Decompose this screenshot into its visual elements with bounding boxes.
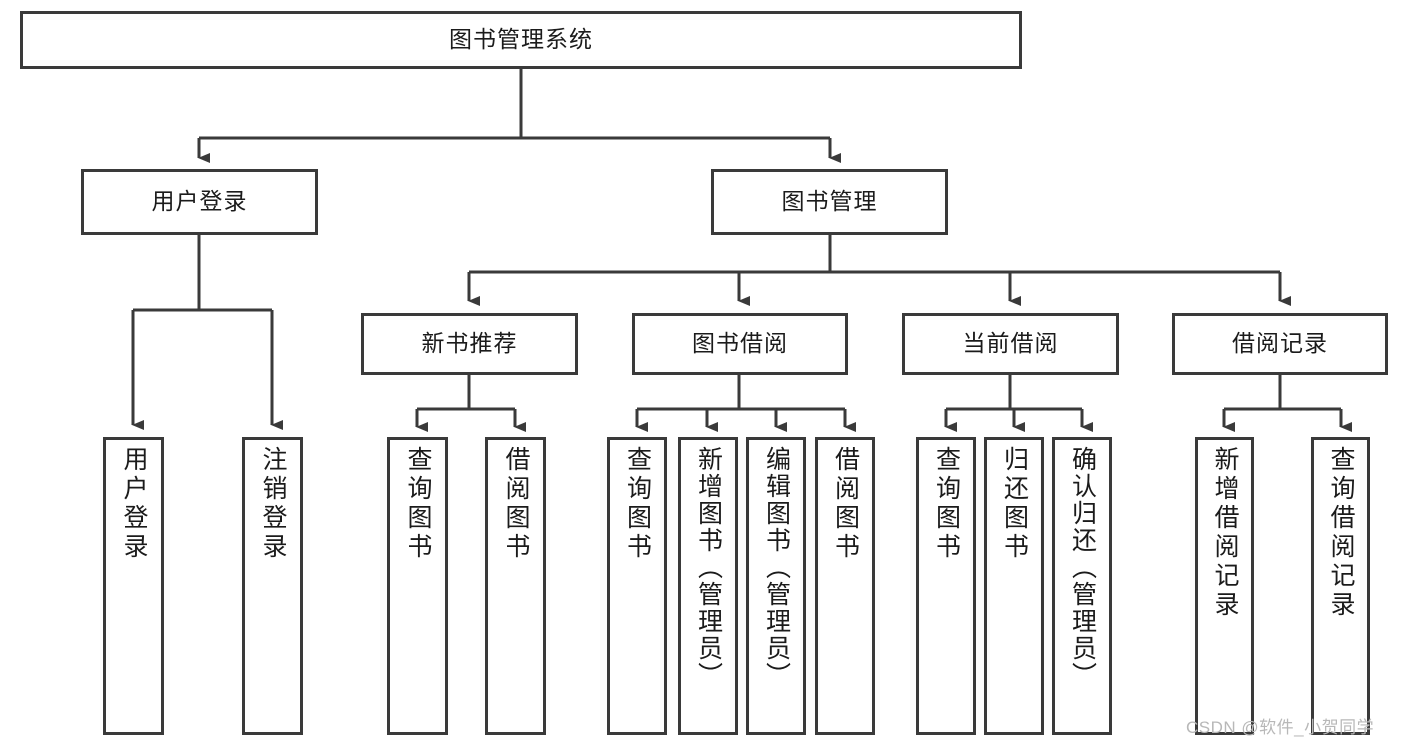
node-leaf-confirm-return-admin[interactable]: 确认归还（管理员） <box>1052 437 1112 735</box>
node-new-book-recommend-label: 新书推荐 <box>421 330 518 357</box>
node-borrow-records-label: 借阅记录 <box>1232 330 1328 357</box>
node-leaf-query-book-current[interactable]: 查询图书 <box>916 437 976 735</box>
node-leaf-return-book[interactable]: 归还图书 <box>984 437 1044 735</box>
node-leaf-logout[interactable]: 注销登录 <box>242 437 303 735</box>
node-book-borrow[interactable]: 图书借阅 <box>632 313 848 375</box>
node-user-login[interactable]: 用户登录 <box>81 169 318 235</box>
node-leaf-query-borrow-record[interactable]: 查询借阅记录 <box>1311 437 1370 735</box>
node-leaf-query-book-borrow[interactable]: 查询图书 <box>607 437 667 735</box>
node-root[interactable]: 图书管理系统 <box>20 11 1022 69</box>
node-leaf-add-borrow-record-label: 新增借阅记录 <box>1211 446 1239 620</box>
node-leaf-borrow-book-borrow-label: 借阅图书 <box>831 446 860 562</box>
node-borrow-records[interactable]: 借阅记录 <box>1172 313 1388 375</box>
node-leaf-user-login[interactable]: 用户登录 <box>103 437 164 735</box>
node-leaf-user-login-label: 用户登录 <box>120 446 148 562</box>
node-book-management[interactable]: 图书管理 <box>711 169 948 235</box>
node-root-label: 图书管理系统 <box>449 26 593 53</box>
node-user-login-label: 用户登录 <box>151 188 248 215</box>
node-leaf-query-borrow-record-label: 查询借阅记录 <box>1327 446 1355 620</box>
node-current-borrow-label: 当前借阅 <box>962 330 1059 357</box>
node-leaf-query-book-newbook[interactable]: 查询图书 <box>387 437 448 735</box>
node-leaf-edit-book-admin[interactable]: 编辑图书（管理员） <box>746 437 806 735</box>
node-leaf-query-book-current-label: 查询图书 <box>932 446 961 562</box>
node-leaf-add-borrow-record[interactable]: 新增借阅记录 <box>1195 437 1254 735</box>
csdn-watermark: CSDN @软件_小贺同学 <box>1186 718 1375 737</box>
node-new-book-recommend[interactable]: 新书推荐 <box>361 313 578 375</box>
node-book-management-label: 图书管理 <box>781 188 878 215</box>
node-leaf-query-book-newbook-label: 查询图书 <box>404 446 432 562</box>
node-leaf-add-book-admin-label: 新增图书（管理员） <box>694 446 723 689</box>
node-leaf-edit-book-admin-label: 编辑图书（管理员） <box>762 446 791 689</box>
node-leaf-borrow-book-newbook-label: 借阅图书 <box>502 446 530 562</box>
node-book-borrow-label: 图书借阅 <box>692 330 788 357</box>
node-leaf-borrow-book-newbook[interactable]: 借阅图书 <box>485 437 546 735</box>
node-leaf-add-book-admin[interactable]: 新增图书（管理员） <box>678 437 738 735</box>
node-leaf-return-book-label: 归还图书 <box>1000 446 1029 562</box>
node-leaf-logout-label: 注销登录 <box>259 446 287 562</box>
node-current-borrow[interactable]: 当前借阅 <box>902 313 1119 375</box>
node-leaf-borrow-book-borrow[interactable]: 借阅图书 <box>815 437 875 735</box>
node-leaf-query-book-borrow-label: 查询图书 <box>623 446 652 562</box>
node-leaf-confirm-return-admin-label: 确认归还（管理员） <box>1068 446 1097 689</box>
